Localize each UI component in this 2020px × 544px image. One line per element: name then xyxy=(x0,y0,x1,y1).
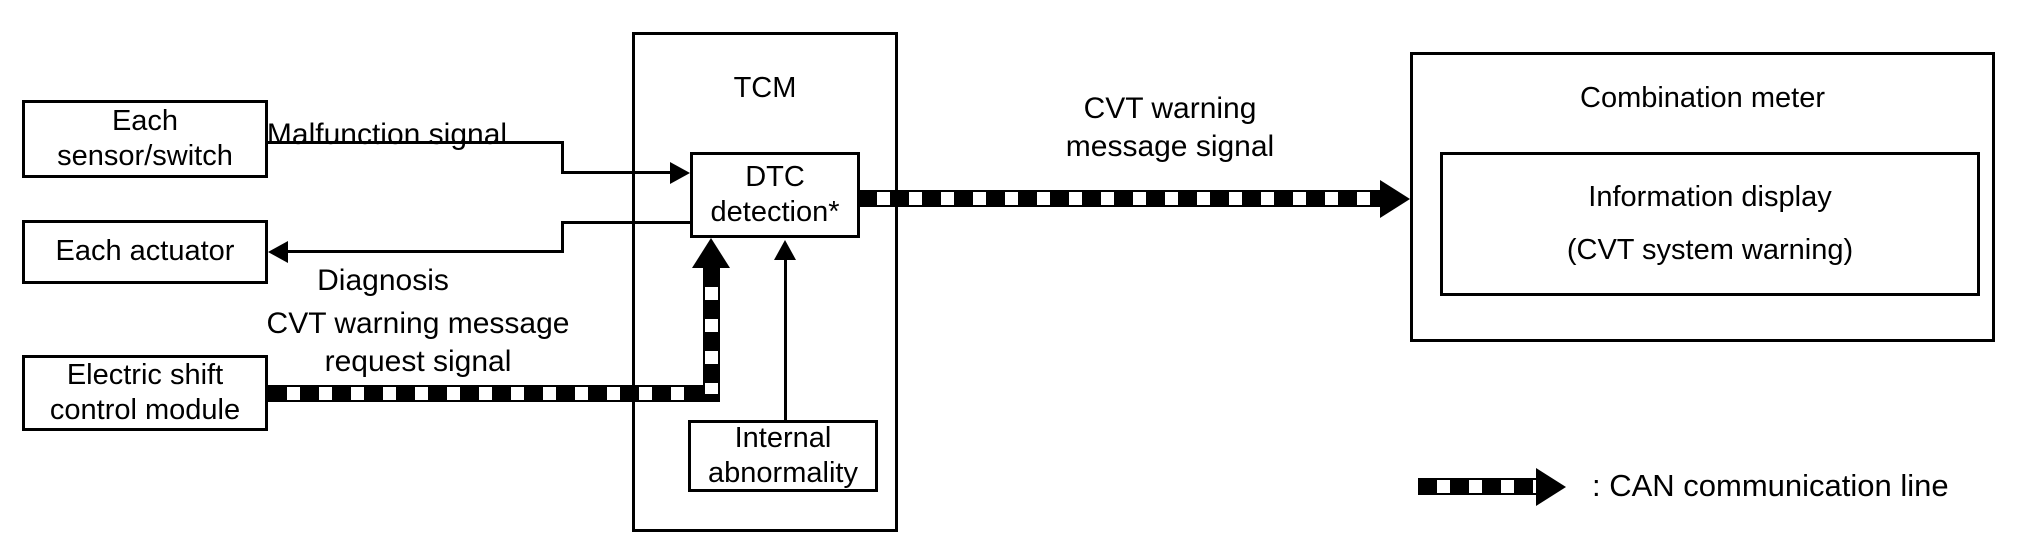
electric-shift-line1: Electric shift xyxy=(66,358,224,391)
internal-abnormality-line xyxy=(784,258,787,421)
each-sensor-switch-line1: Each xyxy=(111,104,179,137)
information-display-line2: (CVT system warning) xyxy=(1566,234,1854,266)
block-internal-abnormality: Internal abnormality xyxy=(688,420,878,492)
can-arrowhead-warning-icon xyxy=(1380,180,1410,218)
malfunction-arrowhead-icon xyxy=(670,162,690,184)
label-diagnosis: Diagnosis xyxy=(317,264,449,297)
label-malfunction-signal: Malfunction signal xyxy=(266,118,508,151)
legend-can-arrowhead-icon xyxy=(1536,468,1566,506)
legend-can-label: : CAN communication line xyxy=(1592,468,1949,503)
malfunction-line-seg1 xyxy=(268,141,564,144)
label-cvt-request-line2: request signal xyxy=(324,345,512,378)
internal-abnormality-arrowhead-icon xyxy=(774,240,796,260)
label-cvt-request-line1: CVT warning message xyxy=(266,307,570,340)
block-each-actuator: Each actuator xyxy=(22,220,268,284)
electric-shift-line2: control module xyxy=(49,394,241,426)
can-line-request-vertical xyxy=(703,268,720,394)
diagnosis-line-seg2 xyxy=(561,221,564,253)
each-actuator-line1: Each actuator xyxy=(55,235,235,268)
tcm-title: TCM xyxy=(733,72,797,104)
malfunction-line-seg2 xyxy=(561,141,564,174)
information-display-line1: Information display xyxy=(1588,180,1832,213)
internal-abnormality-line1: Internal xyxy=(734,421,832,454)
block-dtc-detection: DTC detection* xyxy=(690,152,860,238)
internal-abnormality-line2: abnormality xyxy=(708,457,858,489)
can-arrowhead-request-icon xyxy=(692,238,730,268)
diagnosis-arrowhead-icon xyxy=(268,241,288,263)
can-line-request-horizontal xyxy=(268,385,720,402)
can-line-warning-signal xyxy=(858,190,1380,207)
dtc-detection-line2: detection* xyxy=(710,196,840,228)
combination-meter-title: Combination meter xyxy=(1580,82,1825,114)
each-sensor-switch-line2: sensor/switch xyxy=(57,140,233,172)
legend-can-line-sample xyxy=(1418,478,1536,495)
block-each-sensor-switch: Each sensor/switch xyxy=(22,100,268,178)
dtc-detection-line1: DTC xyxy=(745,160,805,193)
block-information-display: Information display (CVT system warning) xyxy=(1440,152,1980,296)
label-cvt-warning-signal-line1: CVT warning xyxy=(1083,92,1257,125)
label-cvt-warning-signal-line2: message signal xyxy=(1065,130,1275,163)
malfunction-line-seg3 xyxy=(561,171,673,174)
diagnosis-line-seg3 xyxy=(288,250,564,253)
block-electric-shift-control-module: Electric shift control module xyxy=(22,355,268,431)
diagnosis-line-seg1 xyxy=(561,221,693,224)
